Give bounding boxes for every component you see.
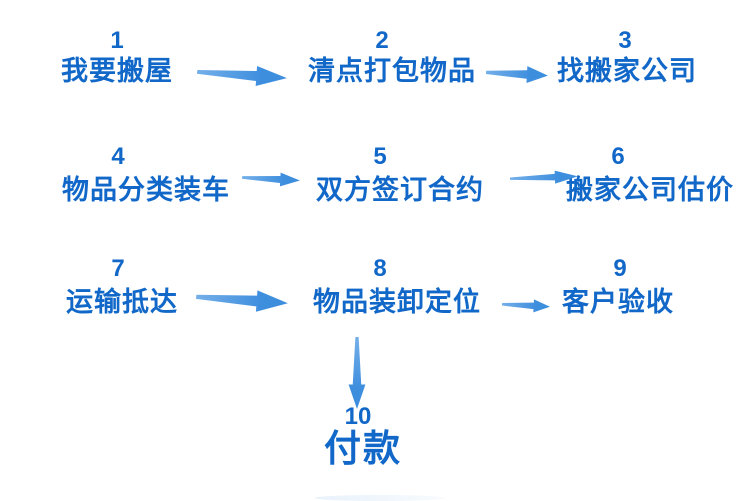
step-10-label: 付款 [324, 428, 402, 469]
step-2-label: 清点打包物品 [308, 56, 476, 86]
right-arrow-icon-step7-step8 [195, 290, 288, 312]
step-9-label: 客户验收 [562, 287, 674, 317]
right-arrow-icon-step1-step2 [196, 66, 287, 86]
step-3-label: 找搬家公司 [557, 56, 697, 86]
step-8-label: 物品装卸定位 [313, 287, 481, 317]
step-5-number: 5 [373, 143, 387, 170]
step-10-number: 10 [344, 403, 372, 430]
step-2-number: 2 [375, 27, 389, 54]
step-1-number: 1 [110, 27, 124, 54]
step-6-number: 6 [611, 143, 625, 170]
step-1-label: 我要搬屋 [61, 56, 173, 86]
right-arrow-icon-step5-step6 [509, 170, 578, 184]
step-7-number: 7 [111, 255, 125, 282]
right-arrow-icon-step8-step9 [501, 299, 550, 313]
right-arrow-icon-step4-step5 [241, 172, 300, 187]
down-arrow-icon-step8-step10 [348, 337, 366, 409]
step-3-number: 3 [618, 27, 632, 54]
step-9-number: 9 [613, 255, 627, 282]
step-4-number: 4 [111, 143, 125, 170]
step-7-label: 运输抵达 [66, 287, 178, 317]
step-5-label: 双方签订合约 [316, 175, 484, 205]
right-arrow-icon-step2-step3 [485, 66, 548, 83]
bottom-edge-artifact [315, 495, 445, 501]
step-8-number: 8 [373, 255, 387, 282]
step-4-label: 物品分类装车 [62, 175, 230, 205]
step-6-label: 搬家公司估价 [566, 175, 734, 205]
